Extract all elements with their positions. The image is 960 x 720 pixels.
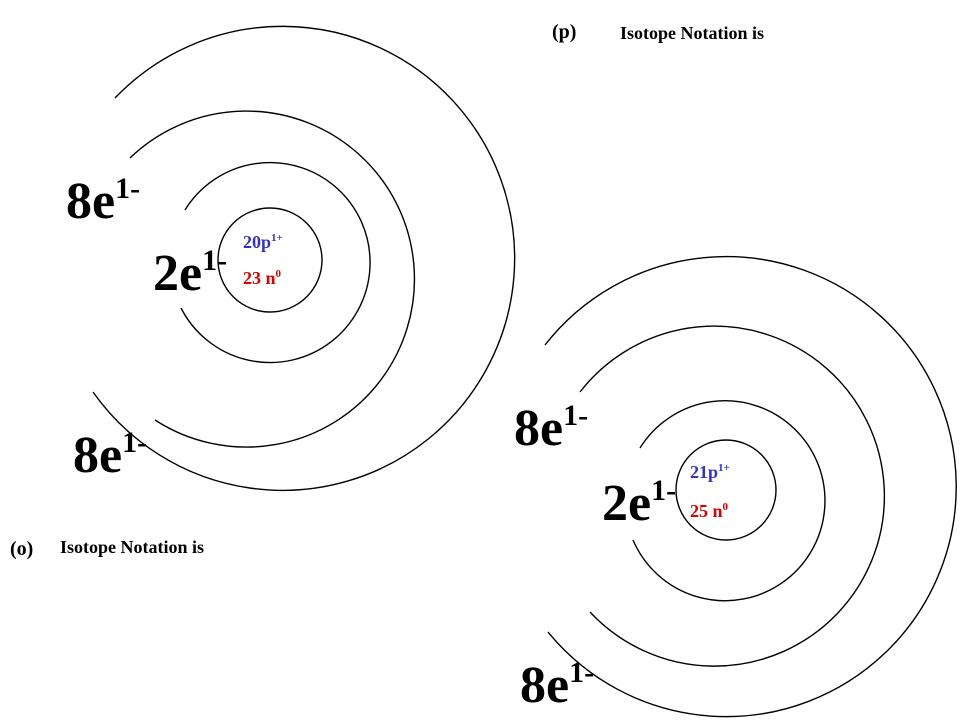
atom-p-shell-3 [544,255,957,718]
atom-o-shell-3-label: 8e1- [73,426,147,484]
atom-p-neutrons: 25 n0 [690,501,729,521]
atom-p-shell-1-label: 2e1- [602,474,676,532]
atom-o-shell-1 [180,161,371,364]
atom-p-caption: Isotope Notation is [620,23,764,43]
atom-o-caption: Isotope Notation is [60,537,204,557]
atom-p: 21p1+ 25 n0 2e1- 8e1- 8e1- (p) Isotope N… [514,21,957,718]
atom-p-shell-3-label: 8e1- [520,656,594,714]
atom-p-tag: (p) [552,21,576,43]
atom-o: 20p1+ 23 n0 2e1- 8e1- 8e1- (o) Isotope N… [10,25,516,560]
atom-p-shell-2 [579,325,886,667]
atom-p-protons: 21p1+ [690,462,730,482]
atom-o-tag: (o) [10,538,33,560]
atom-o-neutrons: 23 n0 [243,268,282,288]
atom-o-protons: 20p1+ [243,232,283,252]
atom-o-shell-2 [129,110,416,448]
atom-o-nucleus-ring [217,207,323,313]
atom-o-shell-2-label: 8e1- [66,172,140,230]
atom-o-shell-3 [92,25,516,491]
atom-p-shell-2-label: 8e1- [514,399,588,457]
atom-o-shell-1-label: 2e1- [153,244,227,302]
atom-p-nucleus-ring [675,439,777,541]
atom-p-shell-1 [632,400,826,602]
